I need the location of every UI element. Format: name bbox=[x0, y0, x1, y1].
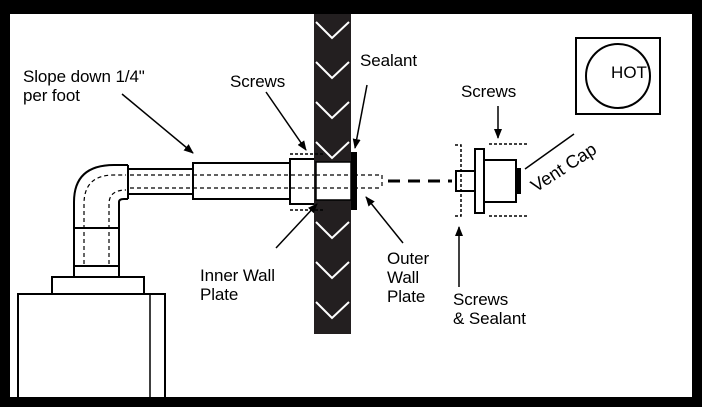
leader-arrows bbox=[121, 84, 575, 287]
outer-wall-plate-label: Outer Wall Plate bbox=[387, 249, 430, 306]
hot-label-box bbox=[575, 37, 661, 115]
vent-cap bbox=[455, 148, 521, 214]
pipe-through-wall bbox=[315, 161, 352, 201]
slope-label: Slope down 1/4" per foot bbox=[23, 67, 145, 105]
screws-label-right: Screws bbox=[461, 82, 517, 101]
vent-cap-screw-marks bbox=[455, 143, 528, 217]
hot-label: HOT bbox=[611, 63, 647, 82]
diagram-panel: Slope down 1/4" per foot Screws Sealant … bbox=[10, 14, 692, 397]
diagram-drawing bbox=[17, 14, 661, 397]
appliance bbox=[17, 265, 166, 397]
sealant-label: Sealant bbox=[360, 51, 417, 70]
screws-and-sealant-label: Screws & Sealant bbox=[453, 290, 526, 328]
vent-elbow bbox=[73, 164, 129, 266]
screws-label-left: Screws bbox=[230, 72, 286, 91]
inner-wall-plate-label: Inner Wall Plate bbox=[200, 266, 275, 304]
outer-wall-plate bbox=[351, 152, 357, 210]
